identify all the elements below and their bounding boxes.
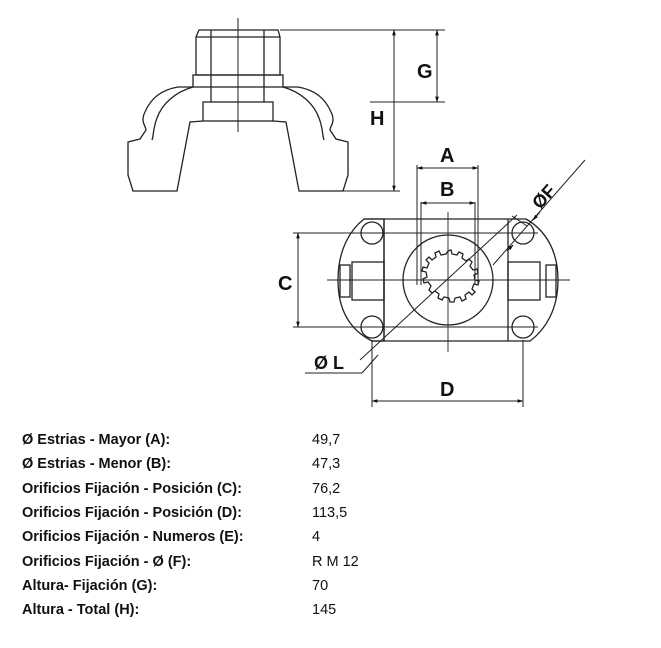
spec-row: Orificios Fijación - Numeros (E): 4: [22, 525, 359, 549]
spec-value: 76,2: [312, 480, 341, 497]
height-dimensions: [280, 29, 445, 192]
dim-label-h: H: [370, 108, 384, 130]
spec-row: Orificios Fijación - Posición (D): 113,5: [22, 501, 359, 525]
spec-value: 4: [312, 529, 321, 546]
dim-label-g: G: [417, 61, 433, 83]
spec-row: Orificios Fijación - Posición (C): 76,2: [22, 477, 359, 501]
spec-row: Ø Estrias - Menor (B): 47,3: [22, 452, 359, 476]
spec-row: Altura- Fijación (G): 70: [22, 574, 359, 598]
spec-value: 70: [312, 577, 329, 594]
spec-label: Ø Estrias - Mayor (A):: [22, 432, 171, 449]
spec-label: Ø Estrias - Menor (B):: [22, 456, 172, 473]
spline-dimensions: [416, 165, 479, 285]
dim-label-l: Ø L: [314, 353, 344, 373]
spec-row: Orificios Fijación - Ø (F): R M 12: [22, 549, 359, 573]
spec-label: Altura - Total (H):: [22, 602, 140, 619]
dim-label-c: C: [278, 273, 292, 295]
c-dimension: [293, 232, 372, 328]
spec-label: Orificios Fijación - Numeros (E):: [22, 529, 244, 546]
spec-value: 113,5: [312, 505, 348, 522]
spec-label: Orificios Fijación - Posición (D):: [22, 505, 242, 522]
spec-value: 47,3: [312, 456, 341, 473]
dim-label-d: D: [440, 379, 454, 401]
spec-value: R M 12: [312, 553, 359, 570]
spec-label: Orificios Fijación - Ø (F):: [22, 553, 192, 570]
flange-centerlines: [327, 212, 570, 352]
dim-label-f: ØF: [528, 181, 560, 213]
spec-value: 49,7: [312, 432, 341, 449]
diagonal-dimensions: [305, 159, 586, 374]
spec-row: Altura - Total (H): 145: [22, 598, 359, 622]
dim-label-b: B: [440, 179, 454, 201]
spec-row: Ø Estrias - Mayor (A): 49,7: [22, 428, 359, 452]
spec-label: Orificios Fijación - Posición (C):: [22, 480, 242, 497]
dim-label-a: A: [440, 145, 454, 167]
specs-table: Ø Estrias - Mayor (A): 49,7 Ø Estrias - M…: [22, 428, 359, 622]
technical-drawing: G H A B: [127, 18, 586, 407]
d-dimension: [371, 340, 524, 407]
spec-value: 145: [312, 602, 337, 619]
spec-label: Altura- Fijación (G):: [22, 577, 158, 594]
